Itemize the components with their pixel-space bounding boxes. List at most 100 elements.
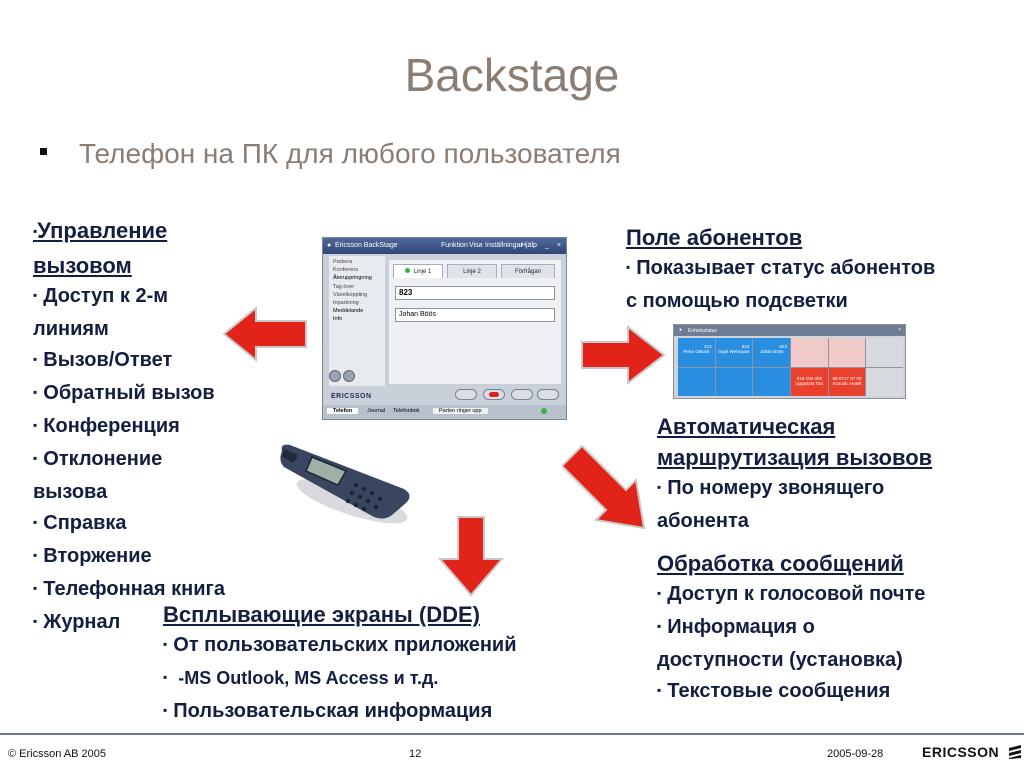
- volume-knob-icon[interactable]: [329, 370, 341, 382]
- slide-title: Backstage: [404, 49, 620, 101]
- menu-item-help[interactable]: Hjälp: [521, 242, 537, 249]
- status-window-icon: ●: [679, 327, 683, 333]
- subscriber-cell[interactable]: [753, 367, 790, 396]
- ericsson-logo-icon: [1008, 745, 1021, 759]
- status-text: Parten ringer upp: [433, 408, 488, 414]
- auto-routing-line1: По номеру звонящего: [657, 473, 1024, 506]
- message-item: Текстовые сообщения: [657, 676, 1024, 709]
- bottom-tab-phonebook[interactable]: Telefonbok: [393, 408, 420, 414]
- subscriber-field-block: Поле абонентов Показывает статус абонент…: [626, 222, 1024, 317]
- subscriber-field-line2: с помощью подсветки: [626, 290, 848, 312]
- app-title: Ericsson BackStage: [335, 242, 398, 249]
- message-handling-heading: Обработка сообщений: [657, 551, 904, 576]
- arrow-down-icon: [438, 516, 504, 597]
- arrow-left-icon: [222, 306, 307, 362]
- popup-screens-heading: Всплывающие экраны (DDE): [163, 602, 480, 627]
- subscriber-cell[interactable]: [828, 338, 866, 367]
- call-control-block: ▪Управление вызовом Доступ к 2-м линиям …: [33, 215, 283, 640]
- message-item: Информация о: [657, 612, 1024, 645]
- popup-item: -MS Outlook, MS Access и т.д.: [163, 663, 633, 696]
- status-window-title: Enhetsstatus: [688, 328, 717, 334]
- tab-line-2[interactable]: Linje 2: [447, 264, 497, 278]
- subscriber-cell[interactable]: [791, 338, 828, 367]
- app-logo-icon: ●: [327, 242, 332, 249]
- status-window-titlebar: ● Enhetsstatus ×: [674, 325, 905, 336]
- footer-page-number: 12: [409, 748, 422, 760]
- feature-item: Вторжение: [33, 541, 283, 574]
- app-brand-logo: ERICSSON: [331, 393, 372, 400]
- sidebar-item-conference[interactable]: Konferens: [333, 267, 359, 274]
- slide-subtitle-row: Телефон на ПК для любого пользователя: [40, 138, 621, 170]
- app-main-panel: Linje 1 Linje 2 Förfrågan 823 Johan Böös: [389, 260, 561, 384]
- sidebar-item-transfer[interactable]: Växelkoppling: [333, 291, 368, 298]
- hangup-button[interactable]: [483, 389, 505, 400]
- minimize-icon[interactable]: _: [545, 242, 549, 249]
- menu-item-settings[interactable]: Inställningar: [485, 242, 523, 249]
- popup-item: От пользовательских приложений: [163, 630, 633, 663]
- footer-brand-logo: ERICSSON: [922, 744, 1022, 760]
- auto-routing-block: Автоматическая маршрутизация вызовов По …: [657, 411, 1024, 537]
- footer-date: 2005-09-28: [827, 748, 884, 760]
- feature-item: Обратный вызов: [33, 378, 283, 411]
- menu-item-funktion[interactable]: Funktion: [441, 242, 468, 249]
- flash-button[interactable]: [537, 389, 559, 400]
- bullet-square-icon: [40, 148, 47, 156]
- popup-screens-block: Всплывающие экраны (DDE) От пользователь…: [163, 599, 633, 729]
- auto-routing-heading-line2: маршрутизация вызовов: [657, 445, 933, 470]
- subscriber-cell[interactable]: [866, 338, 903, 367]
- message-item: Доступ к голосовой почте: [657, 579, 1024, 612]
- footer-copyright: © Ericsson AB 2005: [8, 748, 106, 760]
- number-field[interactable]: 823: [395, 286, 555, 300]
- auto-routing-heading: Автоматическая: [657, 414, 836, 439]
- hangup-icon: [489, 392, 499, 397]
- menu-item-visa[interactable]: Visa: [469, 242, 483, 249]
- feature-item: Вызов/Ответ: [33, 345, 283, 378]
- tab-line-1[interactable]: Linje 1: [393, 264, 443, 278]
- feature-item-cont: линиям: [33, 318, 109, 340]
- sidebar-item-message[interactable]: Meddelande: [333, 308, 364, 315]
- bottom-tab-journal[interactable]: Journal: [367, 408, 386, 414]
- close-icon[interactable]: ×: [557, 242, 562, 249]
- sidebar-item-info[interactable]: Info: [333, 316, 343, 323]
- mobile-phone-icon: [280, 444, 410, 524]
- feature-item: Справка: [33, 508, 283, 541]
- feature-item-cont: вызова: [33, 481, 108, 503]
- message-item-cont: доступности (установка): [657, 649, 903, 671]
- call-control-heading: ▪Управление: [33, 218, 168, 243]
- feature-item: Доступ к 2-м: [33, 281, 283, 314]
- name-field[interactable]: Johan Böös: [395, 308, 555, 322]
- slide-subtitle: Телефон на ПК для любого пользователя: [79, 138, 621, 169]
- backstage-app-window: ● Ericsson BackStage Funktion Visa Instä…: [322, 237, 567, 420]
- subscriber-field-heading: Поле абонентов: [626, 225, 803, 250]
- online-status-icon: [541, 408, 547, 414]
- app-titlebar: ● Ericsson BackStage Funktion Visa Instä…: [323, 238, 566, 254]
- sidebar-item-takeover[interactable]: Tag över: [333, 283, 355, 290]
- sidebar-item-park[interactable]: Parkera: [333, 259, 353, 265]
- sidebar-item-callback[interactable]: Återuppringning: [333, 275, 372, 282]
- speaker-icon[interactable]: [343, 370, 355, 382]
- sidebar-item-intrusion[interactable]: Inparkning: [333, 300, 359, 307]
- bottom-tab-phone[interactable]: Telefon: [327, 408, 359, 414]
- subscriber-cell[interactable]: [678, 367, 715, 396]
- line-status-icon: [404, 268, 410, 273]
- footer-divider: [0, 733, 1024, 735]
- auto-routing-line2: абонента: [657, 510, 749, 532]
- app-bottom-tabs: Telefon Journal Telefonbok Parten ringer…: [323, 405, 566, 419]
- tab-enquiry[interactable]: Förfrågan: [501, 264, 555, 278]
- close-icon[interactable]: ×: [898, 327, 901, 333]
- feature-item: Отклонение: [33, 444, 283, 477]
- subscriber-cell[interactable]: [715, 367, 753, 396]
- subscriber-field-line1: Показывает статус абонентов: [626, 253, 1024, 286]
- feature-item: Журнал: [33, 607, 283, 640]
- answer-button[interactable]: [455, 389, 477, 400]
- app-sidebar: Parkera Konferens Återuppringning Tag öv…: [329, 256, 385, 386]
- arrow-right-icon: [581, 325, 666, 385]
- transfer-button[interactable]: [511, 389, 533, 400]
- subscriber-cell[interactable]: [866, 367, 903, 396]
- feature-item: Телефонная книга: [33, 574, 283, 607]
